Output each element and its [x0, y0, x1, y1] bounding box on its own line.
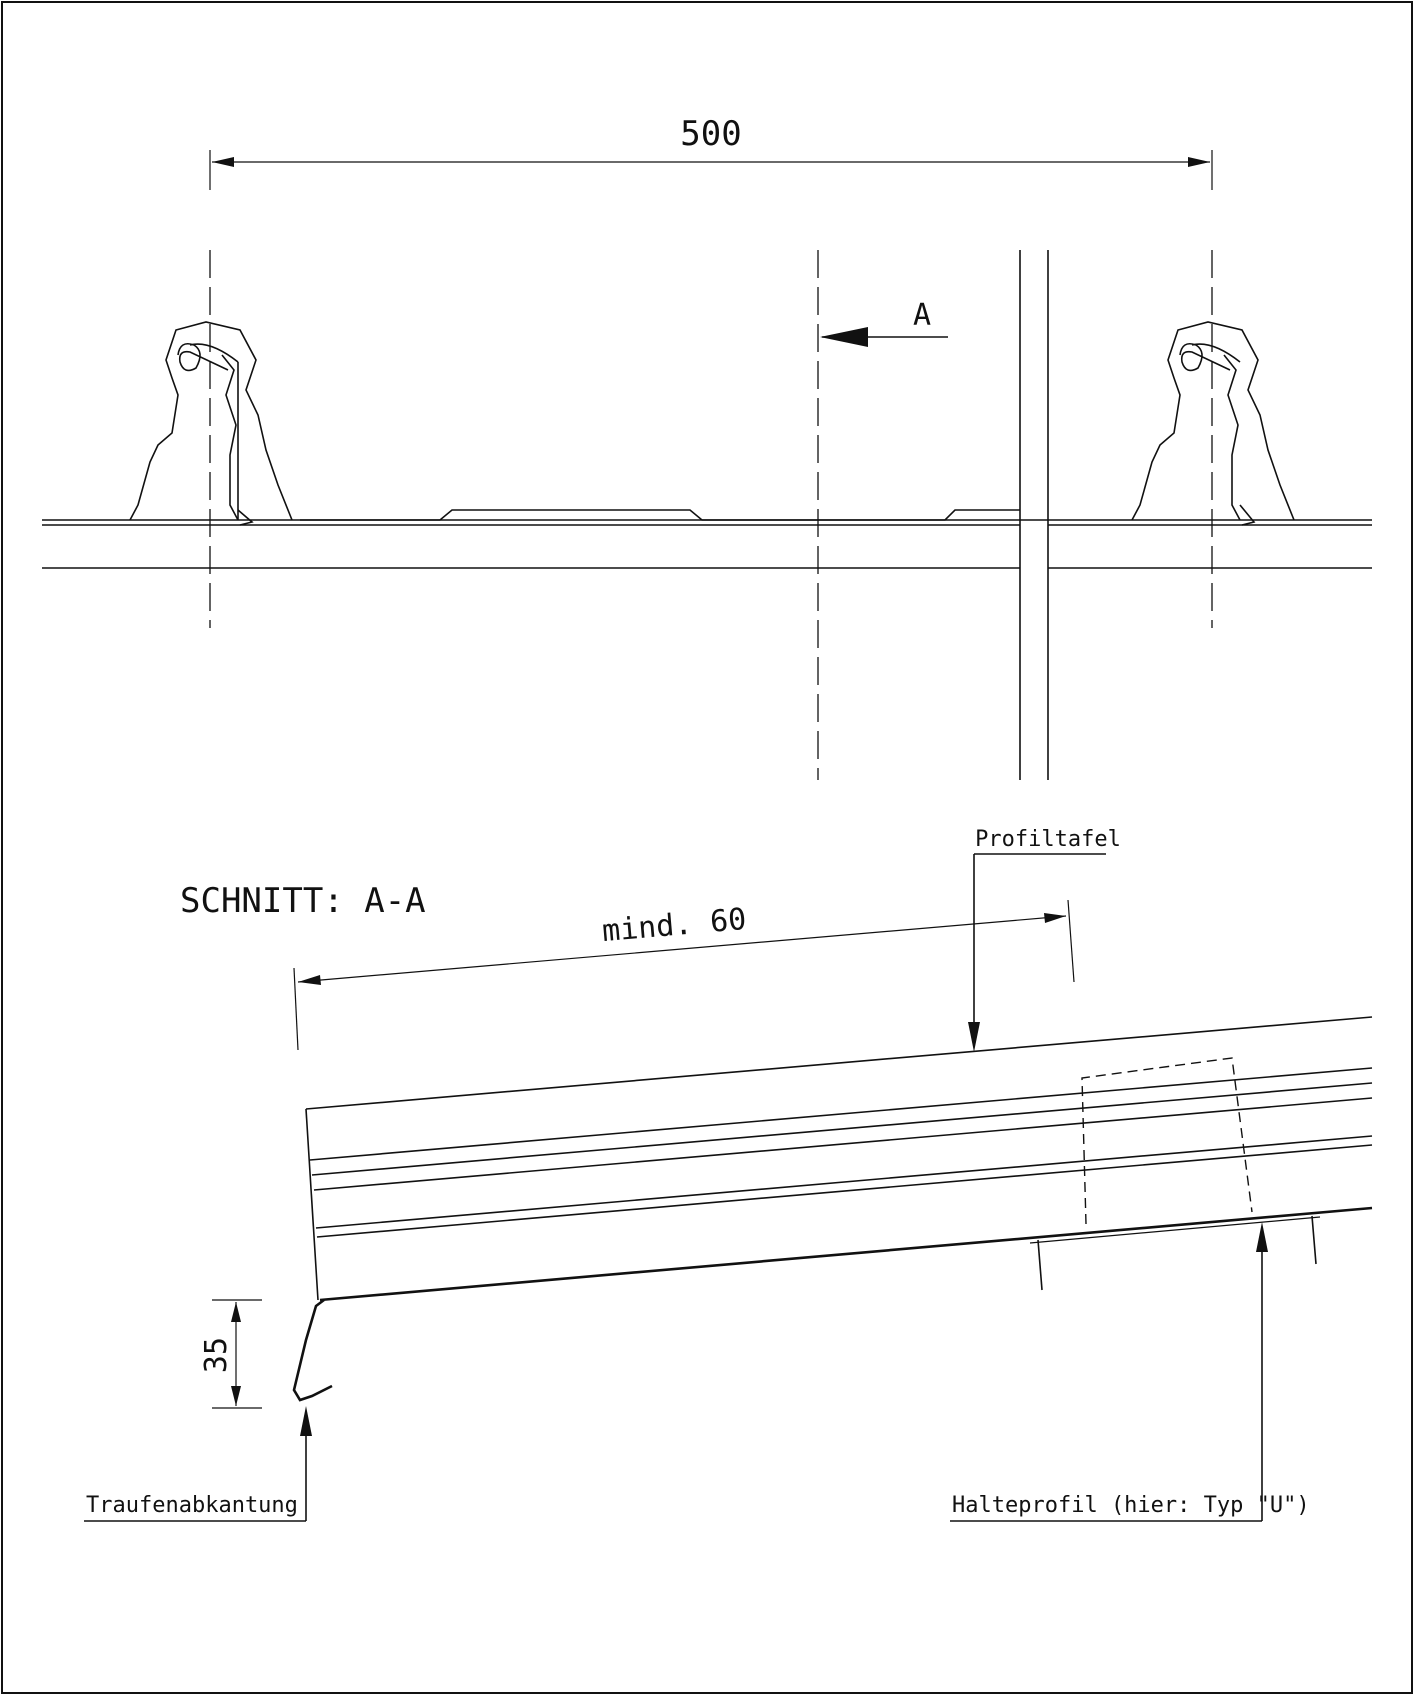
dimension-min-60-label: mind. 60	[601, 902, 748, 949]
dimension-500-label: 500	[680, 114, 741, 154]
dimension-500: 500	[209, 114, 1213, 190]
sheet-bottom-line	[319, 1206, 1373, 1302]
eaves-hook	[292, 1298, 333, 1402]
section-arrow-a: A	[820, 298, 948, 347]
callout-holding-profile: Halteprofil (hier: Typ "U")	[950, 1222, 1310, 1522]
profile-sheet-flat	[300, 509, 1020, 521]
top-view: 500 A	[42, 114, 1372, 780]
section-title: SCHNITT: A-A	[180, 881, 426, 921]
callout-eaves-fold: Traufenabkantung	[84, 1406, 312, 1522]
dimension-min-60: mind. 60	[293, 899, 1075, 1051]
seam-left	[129, 321, 293, 526]
label-holding-profile: Halteprofil (hier: Typ "U")	[952, 1493, 1310, 1518]
sheet-top-line	[305, 1016, 1373, 1110]
label-profile-sheet: Profiltafel	[975, 827, 1121, 852]
callout-profile-sheet: Profiltafel	[968, 827, 1121, 1052]
dimension-35: 35	[199, 1299, 262, 1409]
holding-profile-outline	[1081, 1057, 1253, 1225]
section-marker-label: A	[913, 298, 931, 333]
seam-right	[1131, 321, 1295, 526]
label-eaves-fold: Traufenabkantung	[86, 1493, 298, 1518]
dimension-35-label: 35	[199, 1337, 234, 1373]
section-view: SCHNITT: A-A Profiltafel mind. 60	[84, 827, 1373, 1522]
